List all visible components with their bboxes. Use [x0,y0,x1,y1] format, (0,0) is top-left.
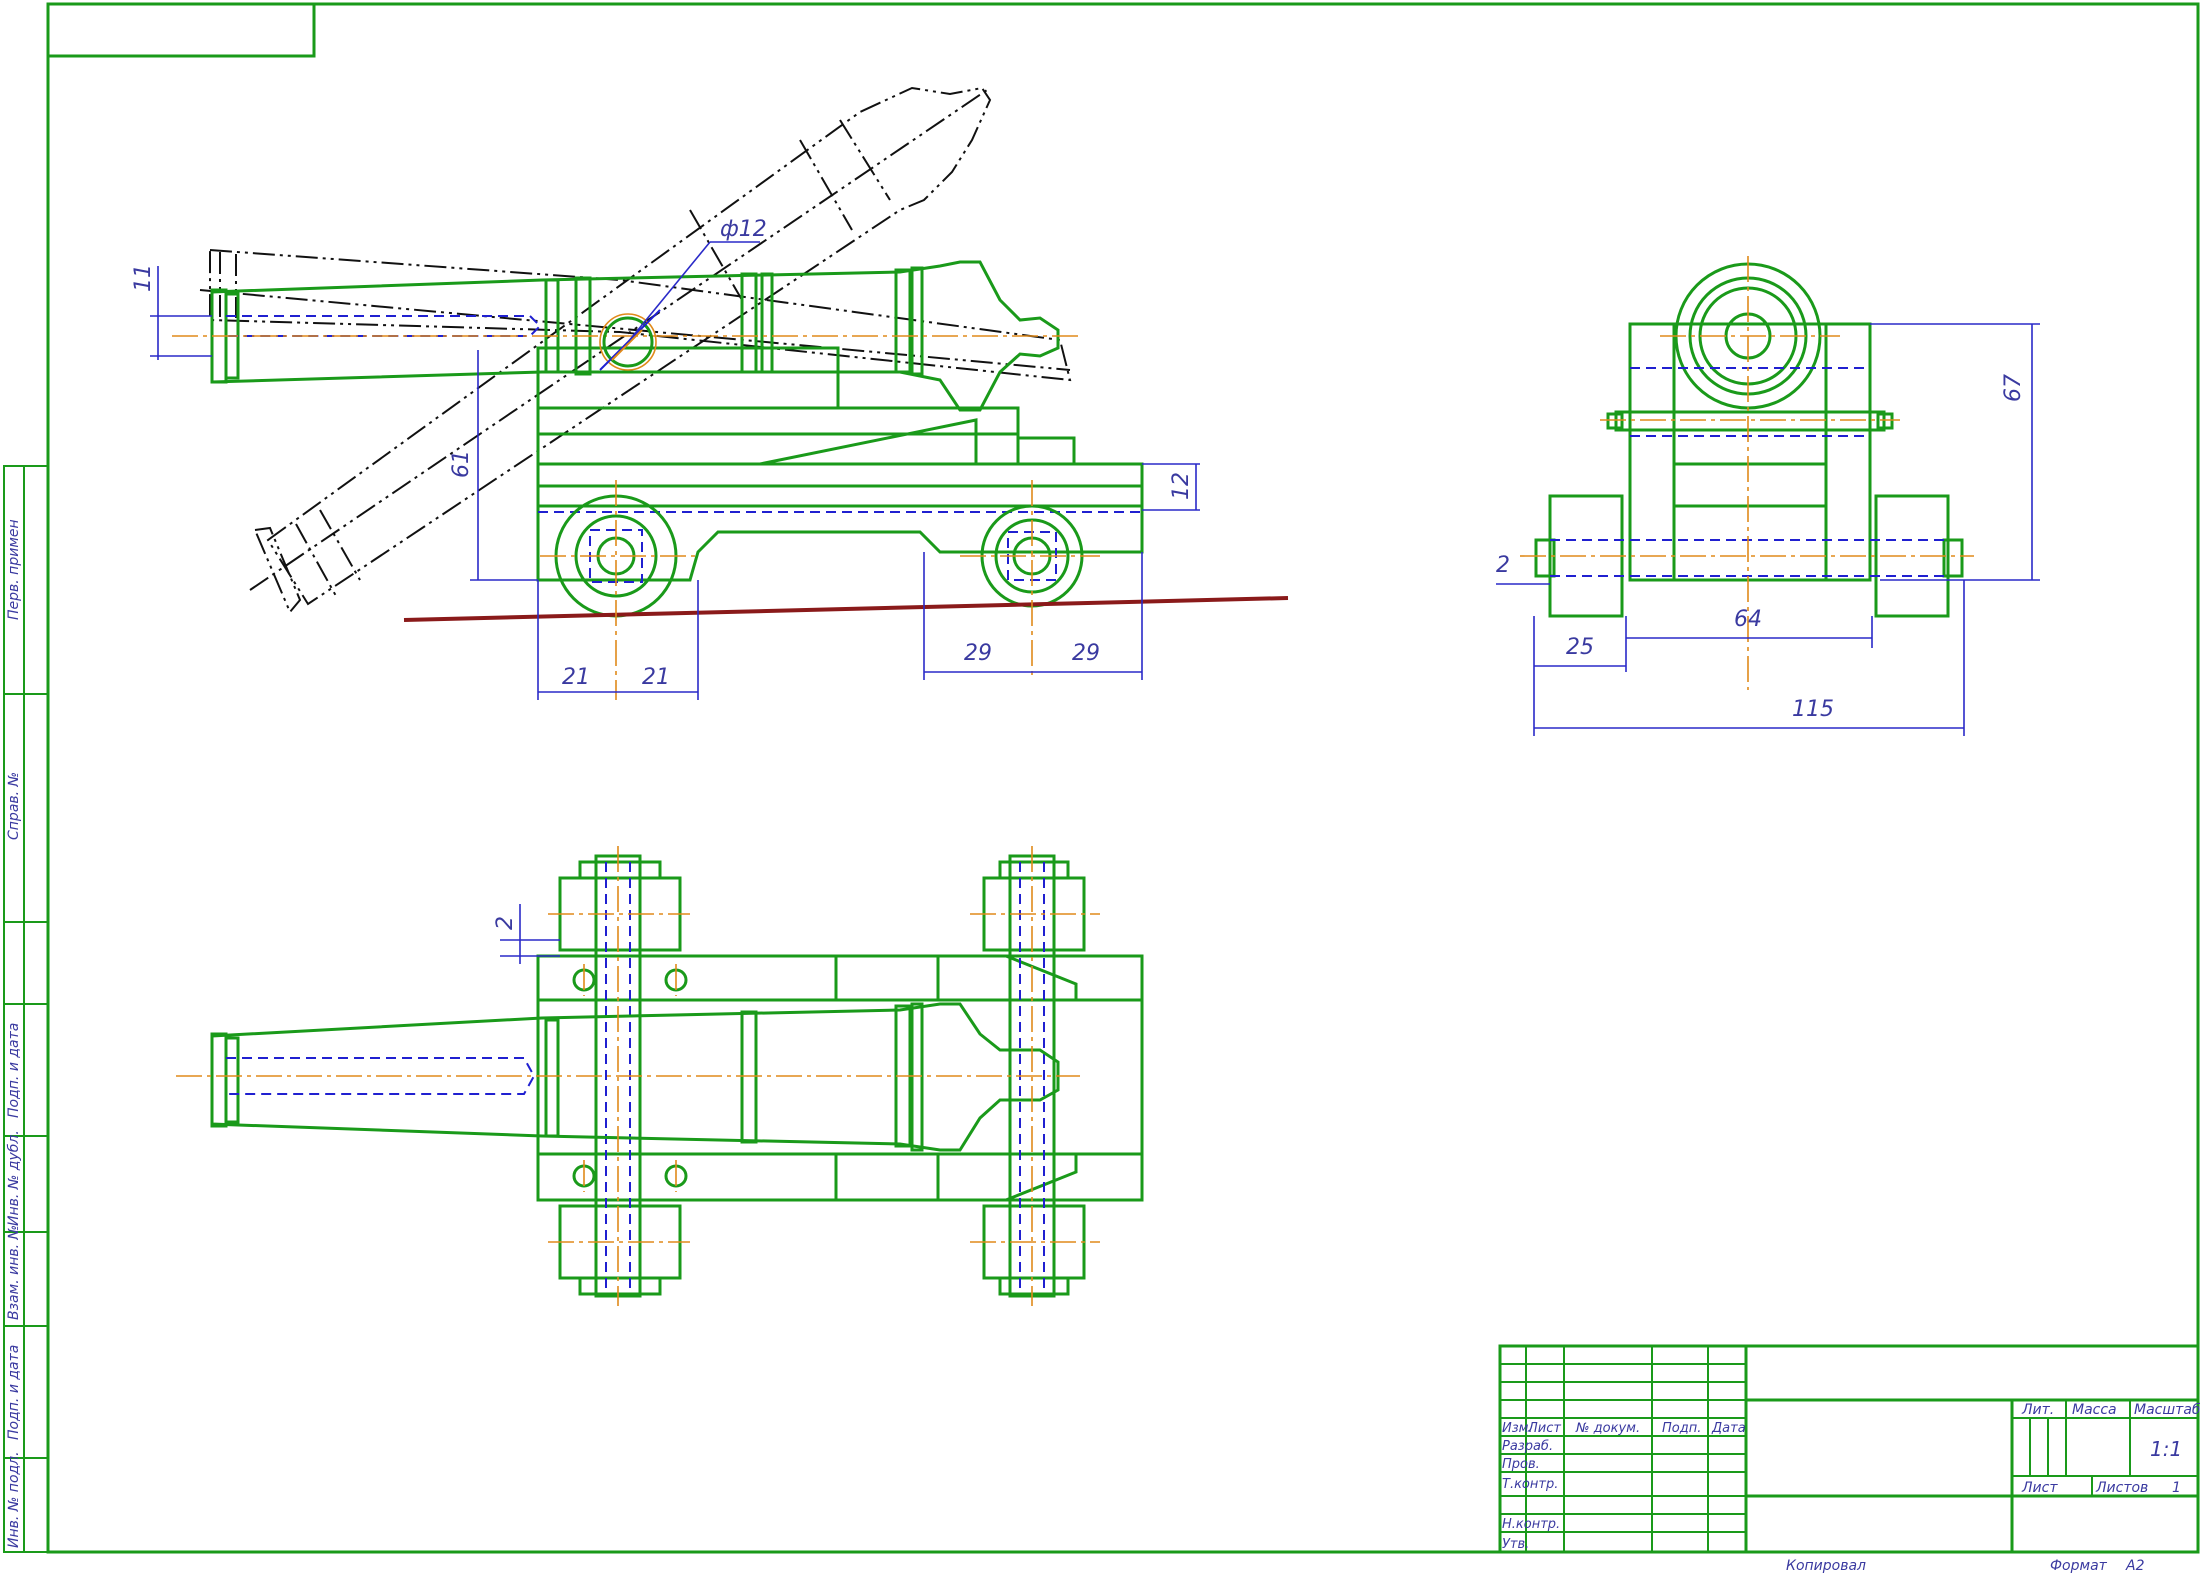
dim-21a: 21 [562,665,590,690]
dim-2-end: 2 [1496,553,1510,578]
tb-format: Формат [2050,1558,2108,1574]
tb-masshtab: Масштаб [2134,1402,2201,1418]
phantom-barrel-mid [199,248,1072,382]
top-view: 2 [176,846,1144,1306]
dim-12: 12 [1169,472,1194,500]
side-label-perv: Перв. примен [6,519,22,620]
dim-67: 67 [2001,374,2026,402]
top-left-stamp [46,2,316,58]
tb-sheets-value: 1 [2172,1480,2181,1496]
tb-razrab: Разраб. [1502,1439,1553,1454]
dim-21b: 21 [642,665,670,690]
tb-sheets: Листов [2095,1480,2148,1496]
end-view: 67 2 64 25 115 [1496,256,2040,736]
tb-prov: Пров. [1502,1457,1540,1472]
dim-64: 64 [1734,607,1762,632]
ground-line [403,596,1289,622]
dim-2-top: 2 [493,916,518,930]
phantom-barrel-high [249,86,992,614]
tb-scale-value: 1:1 [2150,1437,2182,1461]
dim-d12: ф12 [720,217,767,242]
tb-tkontr: Т.контр. [1502,1477,1558,1492]
tb-utv: Утв. [1502,1537,1529,1552]
side-label-podp1: Подп. и дата [6,1023,22,1118]
side-label-vzam: Взам. инв. № [6,1225,22,1320]
dim-29a: 29 [964,641,992,666]
tb-lit: Лит. [2021,1402,2054,1418]
side-label-inv-podl: Инв. № подл. [6,1451,22,1548]
dim-11: 11 [131,264,156,292]
dim-25: 25 [1566,635,1594,660]
tb-massa: Масса [2072,1402,2117,1418]
tb-nkontr: Н.контр. [1502,1517,1560,1532]
tb-format-value: A2 [2125,1558,2145,1574]
side-label-inv-dubl: Инв. № дубл. [6,1130,22,1226]
dim-29b: 29 [1072,641,1100,666]
tb-kopiroval: Копировал [1786,1558,1866,1574]
tb-data: Дата [1711,1421,1746,1436]
front-view-dimensions: ф12 11 61 12 21 21 29 29 [131,217,1200,700]
tb-list: Лист [1527,1421,1561,1436]
tb-sheet: Лист [2021,1480,2058,1496]
side-stamp: Перв. примен Справ. № Подп. и дата Инв. … [3,465,49,1553]
tb-podp: Подп. [1662,1421,1701,1436]
barrel-side [172,260,1080,412]
dim-61: 61 [449,450,474,478]
tb-izm: Изм. [1502,1421,1533,1436]
front-view: ф12 11 61 12 21 21 29 29 [131,86,1289,700]
side-label-sprav: Справ. № [6,772,22,840]
tb-doc: № докум. [1575,1421,1640,1436]
dim-115: 115 [1792,697,1834,722]
drawing-frame [46,2,2200,1554]
side-label-podp2: Подп. и дата [6,1345,22,1440]
title-block: Изм. Лист № докум. Подп. Дата Разраб. Пр… [1498,1344,2201,1574]
